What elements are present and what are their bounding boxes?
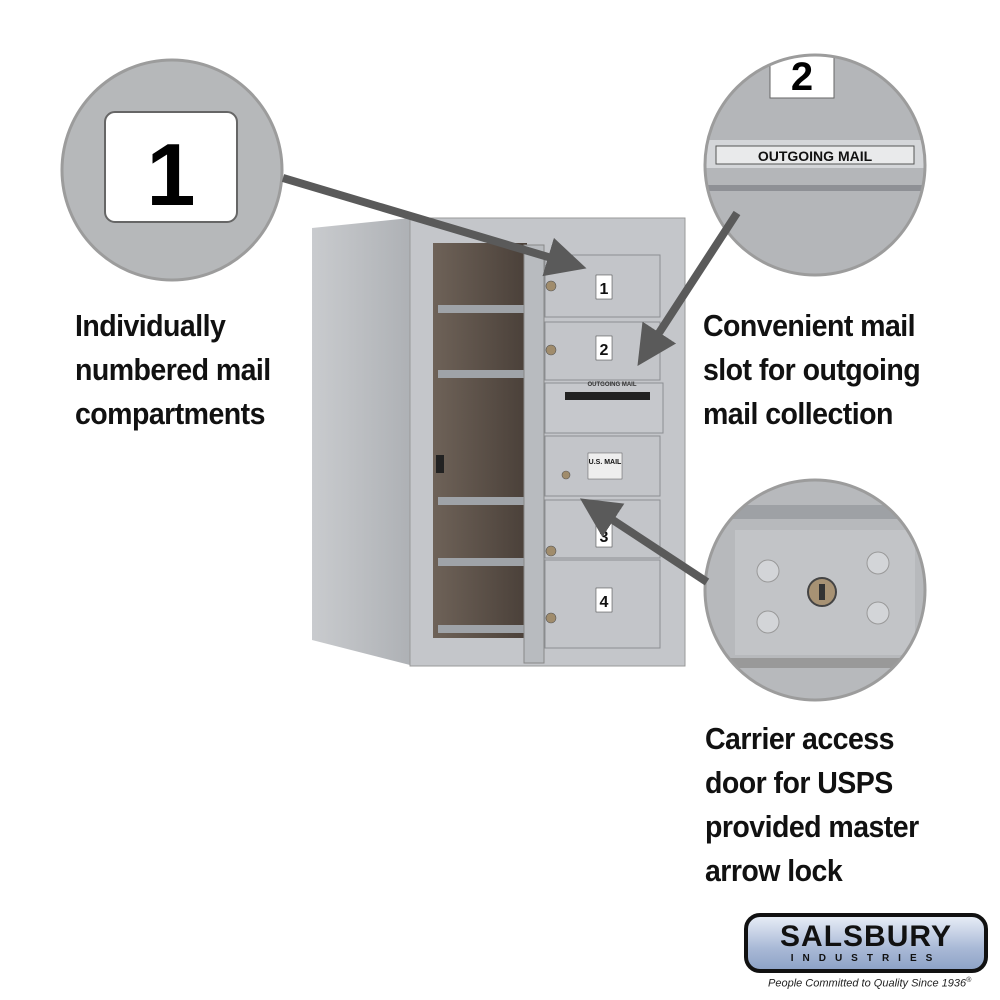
callout-line: slot for outgoing — [703, 352, 921, 387]
door-number-4: 4 — [600, 594, 609, 611]
door-number-2: 2 — [600, 342, 609, 359]
mailbox-unit: 1 2 3 4 OUTGOING MAIL U.S. MAIL — [312, 217, 686, 667]
arrow-compartments — [281, 174, 587, 277]
callout-line: Carrier access — [705, 721, 894, 756]
callout-line: Individually — [75, 308, 226, 343]
arrow-carrier — [579, 498, 710, 586]
outgoing-slot-panel — [544, 382, 664, 434]
mailbox-side-panel — [312, 218, 410, 665]
callout-line: compartments — [75, 396, 265, 431]
slot-label: OUTGOING MAIL — [588, 382, 637, 388]
zoom-slot-label: OUTGOING MAIL — [758, 148, 873, 164]
registered-mark: ® — [966, 977, 972, 984]
callout-line: Convenient mail — [703, 308, 916, 343]
zoom-circle-outgoing: 2 OUTGOING MAIL — [703, 53, 927, 277]
door-number-1: 1 — [600, 281, 609, 298]
open-door-edge — [523, 244, 545, 664]
door-number-3: 3 — [600, 529, 609, 546]
callout-outgoing: Convenient mail slot for outgoing mail c… — [703, 304, 921, 436]
arrow-outgoing — [637, 210, 741, 367]
callout-line: arrow lock — [705, 853, 843, 888]
logo-sub: INDUSTRIES — [790, 953, 942, 964]
latch — [436, 455, 444, 473]
logo-tagline: People Committed to Quality Since 1936® — [768, 977, 971, 990]
zoom-number-2: 2 — [791, 55, 813, 99]
tagline-text: People Committed to Quality Since 1936 — [768, 977, 967, 990]
callout-line: numbered mail — [75, 352, 271, 387]
callout-carrier: Carrier access door for USPS provided ma… — [705, 717, 919, 893]
zoom-circle-number: 1 — [60, 58, 284, 282]
zoom-circle-carrier-lock — [703, 478, 927, 702]
outgoing-mail-slot[interactable] — [565, 392, 650, 400]
salsbury-logo: SALSBURY INDUSTRIES — [744, 913, 988, 973]
callout-compartments: Individually numbered mail compartments — [75, 304, 271, 436]
callout-line: mail collection — [703, 396, 893, 431]
callout-line: door for USPS — [705, 765, 893, 800]
open-compartment-interior — [433, 243, 527, 638]
lock-icons — [545, 280, 571, 624]
zoom-number-1: 1 — [147, 125, 196, 224]
usps-plate: U.S. MAIL — [589, 459, 622, 466]
logo-brand: SALSBURY — [780, 920, 952, 953]
callout-line: provided master — [705, 809, 919, 844]
shelves — [438, 305, 526, 633]
callout-arrows — [281, 174, 741, 586]
